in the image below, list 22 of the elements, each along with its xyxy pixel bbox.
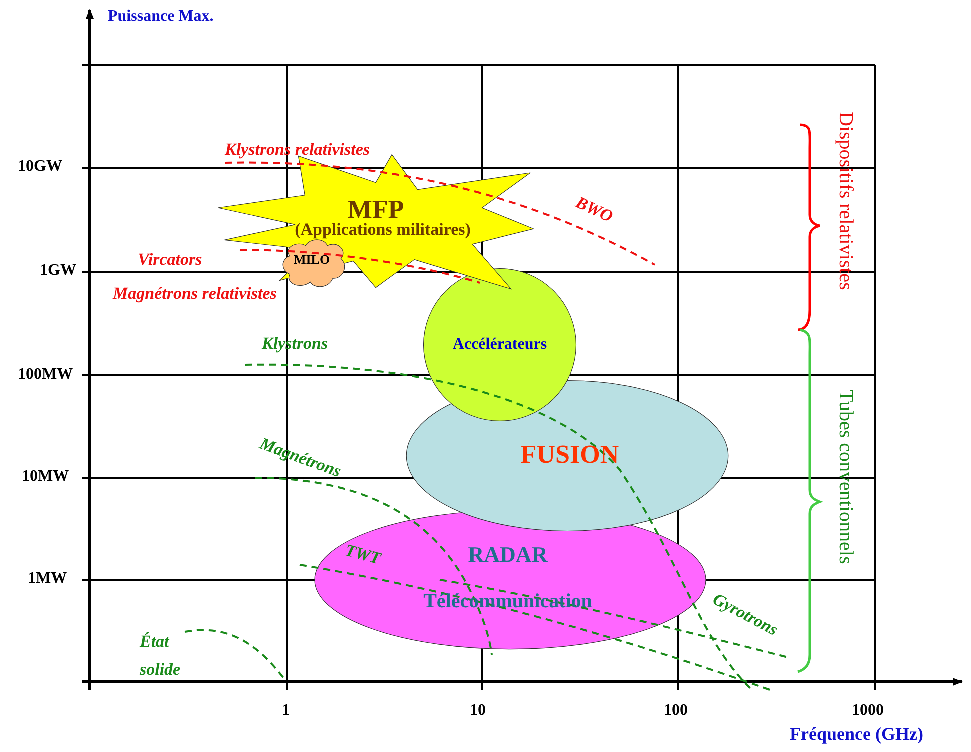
region-label: Accélérateurs [452,336,548,354]
tick-label: 10MW [22,468,70,486]
region-label: MILO [294,252,330,268]
tick-label: 1 [282,702,290,720]
tick-label: 1MW [28,570,68,588]
tick-label: 100 [664,702,688,720]
region-label: RADAR [468,542,548,568]
axis-title: Fréquence (GHz) [790,724,924,745]
curve-label: BWO [572,192,616,228]
curve-label: État solide [140,631,182,681]
bracket-label: Tubes conventionnels [834,390,857,564]
bracket-label: Dispositifs relativistes [834,112,857,290]
curve-label: Vircators [138,250,202,270]
tick-label: 1000 [852,702,884,720]
curve-label: TWT [343,540,383,570]
tick-label: 1GW [40,262,76,280]
curve-label: Magnétrons relativistes [113,284,277,304]
axis-title: Puissance Max. [108,8,214,26]
tick-label: 10GW [18,158,62,176]
tick-label: 10 [470,702,486,720]
tick-label: 100MW [18,366,74,384]
region-label: FUSION [520,440,620,470]
